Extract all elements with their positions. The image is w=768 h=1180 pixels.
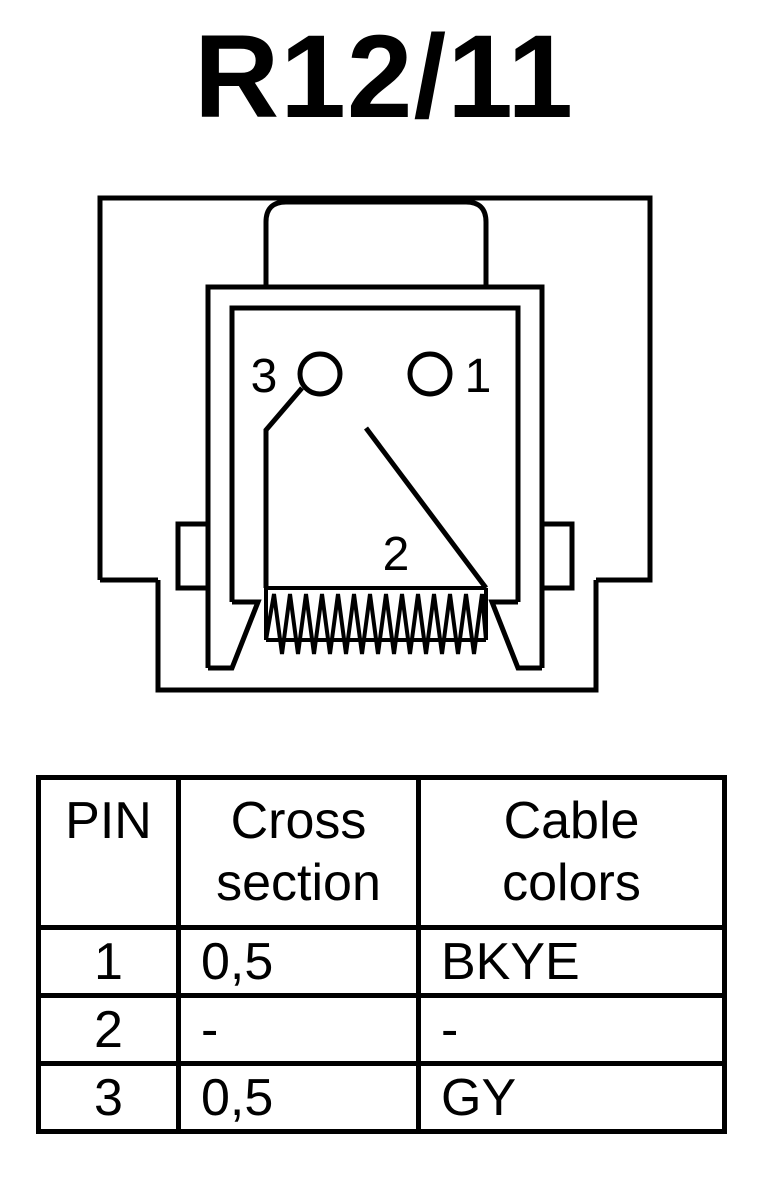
- cell-cross-section: 0,5: [176, 925, 421, 998]
- pin-1-contact: [407, 351, 453, 397]
- spring: [264, 586, 488, 655]
- pin-label-1: 1: [465, 350, 492, 403]
- pin-3-wire: [263, 386, 304, 588]
- header-cross-section: Cross section: [176, 775, 421, 930]
- connector-title: R12/11: [194, 11, 574, 143]
- left-side-tab: [175, 521, 211, 591]
- right-ramp: [488, 599, 542, 671]
- table-row: 1 0,5 BKYE: [36, 925, 727, 998]
- cell-cable-color: GY: [416, 1061, 727, 1134]
- top-latch: [263, 199, 489, 287]
- pin-label-3: 3: [251, 350, 278, 403]
- cell-cable-color: BKYE: [416, 925, 727, 998]
- pin-label-2: 2: [383, 528, 410, 581]
- right-side-tab: [539, 521, 575, 591]
- plug-outer-frame: [205, 284, 545, 668]
- cell-pin: 3: [36, 1061, 181, 1134]
- plug-inner-frame: [229, 305, 521, 602]
- header-cable-colors: Cable colors: [416, 775, 727, 930]
- housing-outline: [97, 195, 653, 583]
- cell-pin: 2: [36, 993, 181, 1066]
- connector-diagram: 3 1 2: [97, 195, 653, 693]
- pin-2-wire: [364, 426, 488, 590]
- table-row: 2 - -: [36, 993, 727, 1066]
- pin-table: PIN Cross section Cable colors 1 0,5 BKY…: [36, 775, 727, 1134]
- table-header-row: PIN Cross section Cable colors: [36, 775, 727, 930]
- cell-cross-section: -: [176, 993, 421, 1066]
- cell-cable-color: -: [416, 993, 727, 1066]
- left-ramp: [208, 599, 262, 671]
- cell-pin: 1: [36, 925, 181, 998]
- header-pin: PIN: [36, 775, 181, 930]
- pin-3-contact: [297, 351, 343, 397]
- bottom-clamp: [155, 580, 599, 693]
- table-row: 3 0,5 GY: [36, 1061, 727, 1134]
- cell-cross-section: 0,5: [176, 1061, 421, 1134]
